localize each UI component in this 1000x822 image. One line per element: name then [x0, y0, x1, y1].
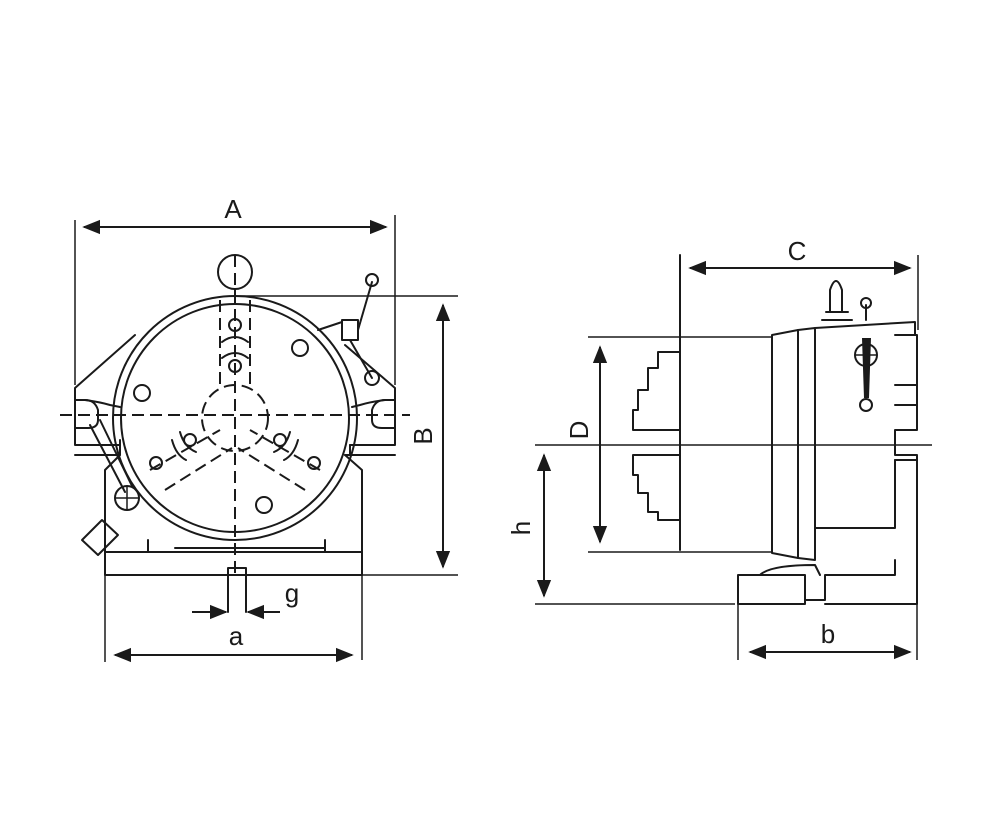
- side-base: [737, 559, 896, 605]
- front-base-block: [104, 551, 363, 576]
- chuck-body: [771, 329, 799, 559]
- bolt-hole: [133, 384, 151, 402]
- bolt-hole: [291, 339, 309, 357]
- dim-label-g: g: [285, 578, 299, 608]
- side-housing: [814, 321, 916, 529]
- dim-label-B: B: [408, 427, 438, 444]
- lower-jaw: [632, 454, 681, 521]
- dim-label-A: A: [224, 194, 242, 224]
- side-view: C D h b: [506, 236, 932, 660]
- dim-label-h: h: [506, 521, 536, 535]
- front-right-wing: [344, 344, 396, 446]
- dim-label-b: b: [821, 619, 835, 649]
- upper-jaw: [632, 351, 681, 431]
- top-peg: [821, 280, 853, 321]
- front-lower-body: [104, 439, 363, 553]
- front-view: A B g a: [60, 194, 458, 663]
- bolt-hole: [255, 496, 273, 514]
- dim-label-C: C: [788, 236, 807, 266]
- dim-label-D: D: [564, 421, 594, 440]
- dim-label-a: a: [229, 621, 244, 651]
